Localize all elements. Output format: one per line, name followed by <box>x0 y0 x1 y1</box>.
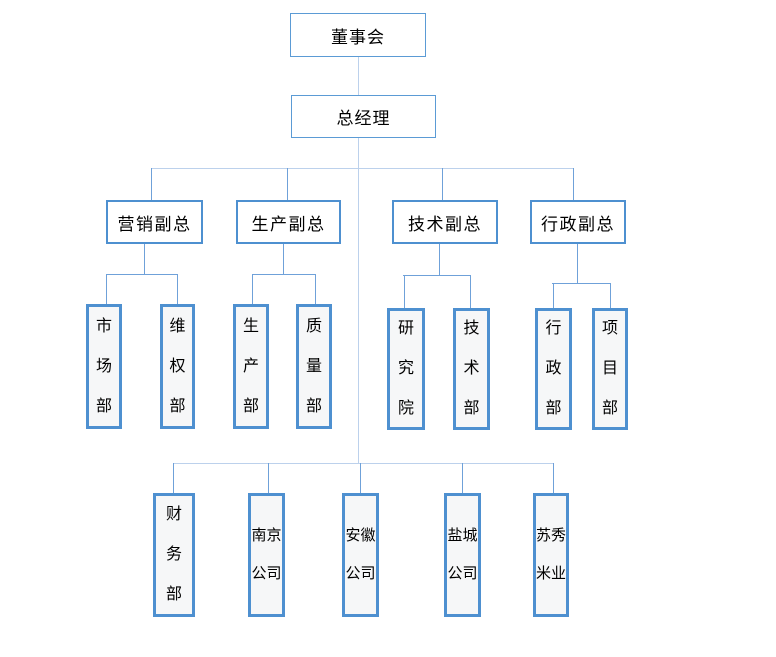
node-suxiu-rice: 苏秀 米业 <box>533 493 569 617</box>
node-label: 研 究 院 <box>397 320 414 417</box>
connector-bottom-hline <box>173 463 553 464</box>
node-label: 技 术 部 <box>463 320 480 417</box>
node-label: 维 权 部 <box>169 317 186 415</box>
connector-board-gm <box>358 57 359 95</box>
node-vp-marketing: 营销副总 <box>106 200 203 244</box>
connector-stem-production-dept <box>252 274 253 304</box>
connector-stem-yancheng <box>462 463 463 493</box>
connector-admin-down <box>577 244 578 283</box>
connector-stem-finance <box>173 463 174 493</box>
node-dept-market: 市 场 部 <box>86 304 122 429</box>
node-board: 董事会 <box>290 13 426 57</box>
node-vp-technical: 技术副总 <box>392 200 498 244</box>
connector-stem-vp-technical <box>442 168 443 200</box>
connector-stem-project-dept <box>610 283 611 308</box>
node-label: 南京 公司 <box>251 528 282 582</box>
node-general-manager: 总经理 <box>291 95 436 138</box>
connector-technical-down <box>439 244 440 275</box>
node-dept-rights: 维 权 部 <box>160 304 195 429</box>
node-yancheng-company: 盐城 公司 <box>444 493 481 617</box>
node-label: 营销副总 <box>117 214 192 234</box>
node-dept-admin: 行 政 部 <box>535 308 572 430</box>
node-nanjing-company: 南京 公司 <box>248 493 285 617</box>
node-label: 行政副总 <box>541 214 615 234</box>
node-dept-production: 生 产 部 <box>233 304 269 429</box>
connector-stem-research-dept <box>404 275 405 308</box>
connector-spine <box>358 138 359 463</box>
connector-production-down <box>283 244 284 274</box>
node-label: 项 目 部 <box>601 320 618 417</box>
node-label: 市 场 部 <box>95 317 112 415</box>
node-dept-research: 研 究 院 <box>387 308 425 430</box>
connector-stem-admin-dept <box>553 283 554 308</box>
connector-stem-suxiu <box>553 463 554 493</box>
node-anhui-company: 安徽 公司 <box>342 493 379 617</box>
node-dept-technical: 技 术 部 <box>453 308 490 430</box>
connector-stem-anhui <box>360 463 361 493</box>
connector-admin-hline <box>552 283 610 284</box>
node-dept-quality: 质 量 部 <box>296 304 332 429</box>
node-label: 财 务 部 <box>165 506 182 603</box>
node-label: 质 量 部 <box>305 317 322 415</box>
connector-stem-vp-admin <box>573 168 574 200</box>
node-label: 技术副总 <box>408 214 482 234</box>
node-vp-admin: 行政副总 <box>530 200 626 244</box>
connector-stem-quality-dept <box>315 274 316 304</box>
node-label: 总经理 <box>336 109 391 128</box>
node-label: 苏秀 米业 <box>536 528 567 582</box>
connector-stem-market-dept <box>106 274 107 304</box>
node-label: 董事会 <box>331 27 385 47</box>
connector-technical-hline <box>403 275 470 276</box>
connector-stem-vp-marketing <box>151 168 152 200</box>
connector-stem-nanjing <box>268 463 269 493</box>
connector-production-hline <box>252 274 315 275</box>
node-label: 行 政 部 <box>545 320 562 417</box>
connector-marketing-down <box>144 244 145 274</box>
node-dept-project: 项 目 部 <box>592 308 628 430</box>
node-finance-dept: 财 务 部 <box>153 493 195 617</box>
node-label: 盐城 公司 <box>447 528 478 582</box>
connector-stem-vp-production <box>287 168 288 200</box>
node-label: 生 产 部 <box>242 317 259 415</box>
connector-vp-hline <box>151 168 573 169</box>
connector-stem-rights-dept <box>177 274 178 304</box>
node-label: 安徽 公司 <box>345 528 376 582</box>
node-vp-production: 生产副总 <box>236 200 341 244</box>
node-label: 生产副总 <box>251 214 326 234</box>
connector-stem-technical-dept <box>470 275 471 308</box>
connector-marketing-hline <box>106 274 177 275</box>
